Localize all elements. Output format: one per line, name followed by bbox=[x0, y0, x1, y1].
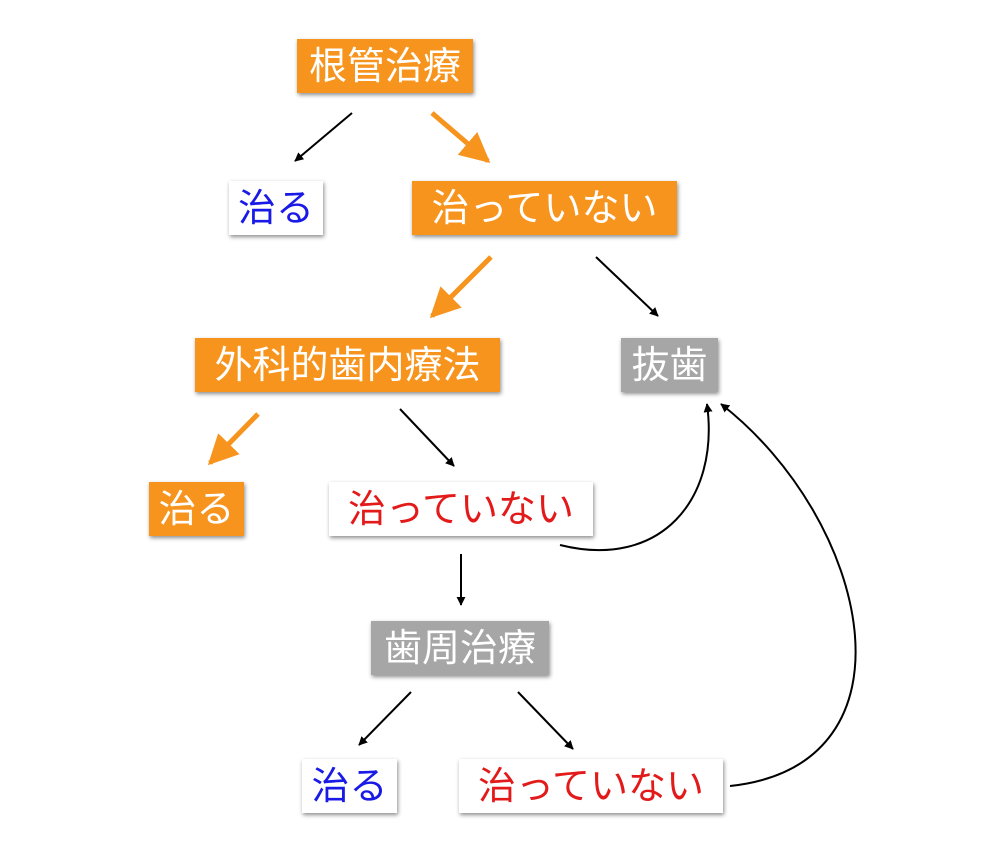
node-periodontal-treatment: 歯周治療 bbox=[371, 621, 549, 675]
node-surgical-endodontics: 外科的歯内療法 bbox=[195, 338, 500, 392]
node-extraction: 抜歯 bbox=[621, 338, 718, 392]
node-healed-1: 治る bbox=[229, 181, 323, 235]
arrow-periodontal-to-not-healed-3 bbox=[517, 691, 574, 750]
arrow-surgical-to-not-healed-2 bbox=[399, 408, 455, 467]
arrow-root-to-not-healed-1 bbox=[430, 111, 491, 163]
node-root-canal-treatment: 根管治療 bbox=[297, 39, 473, 93]
arrow-not-healed-1-to-extraction bbox=[595, 256, 659, 317]
node-not-healed-1: 治っていない bbox=[412, 181, 677, 235]
arrow-not-healed-2-to-extraction bbox=[559, 403, 713, 551]
arrow-not-healed-3-to-extraction bbox=[720, 403, 857, 787]
arrow-surgical-to-healed-2 bbox=[207, 412, 260, 466]
arrow-periodontal-to-healed-3 bbox=[358, 691, 412, 746]
arrow-not-healed-1-to-surgical bbox=[429, 255, 493, 319]
node-healed-2: 治る bbox=[149, 482, 244, 536]
node-healed-3: 治る bbox=[302, 759, 397, 813]
arrow-root-to-healed-1 bbox=[294, 112, 353, 162]
node-not-healed-2: 治っていない bbox=[329, 482, 593, 536]
node-not-healed-3: 治っていない bbox=[459, 759, 723, 813]
